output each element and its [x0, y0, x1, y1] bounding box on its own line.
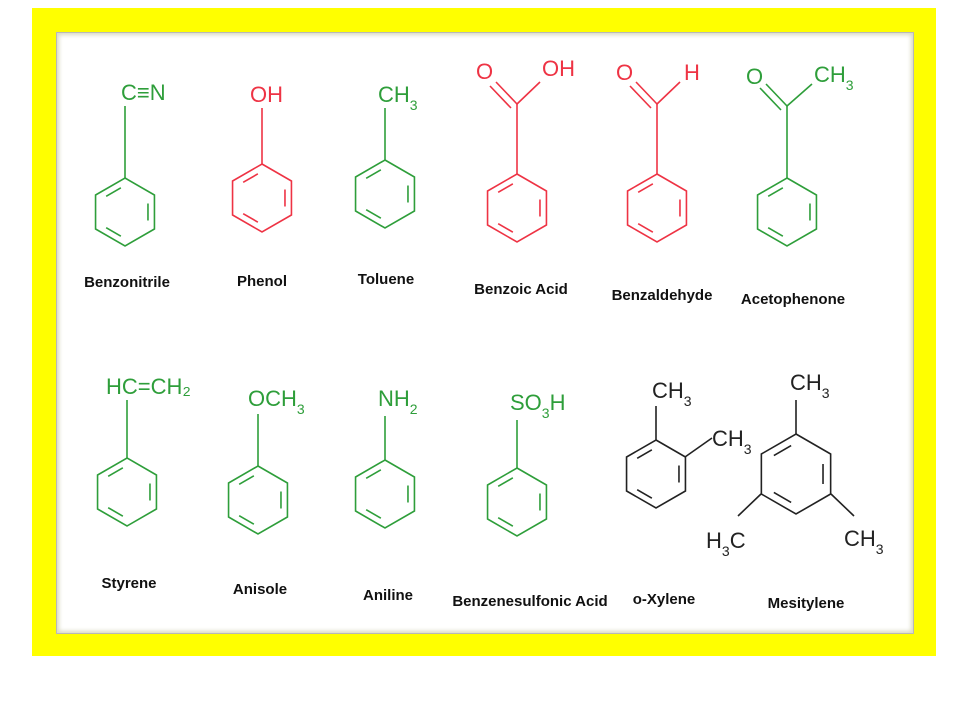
compound-name-acetophenone: Acetophenone — [741, 291, 845, 308]
ring-double-bond — [238, 475, 255, 486]
compound-name-anisole: Anisole — [233, 581, 287, 598]
ring-double-bond — [767, 226, 784, 237]
compound-name-benzaldehyde: Benzaldehyde — [612, 287, 713, 304]
compound-name-toluene: Toluene — [358, 271, 414, 288]
amino-group-label: NH2 — [378, 386, 418, 417]
vinyl-group-label: HC=CH₂ — [106, 374, 191, 399]
ring-double-bond — [365, 469, 382, 480]
benzene-ring — [625, 439, 687, 509]
carbonyl-oxygen-label: O — [476, 59, 493, 84]
mesitylene-structure: CH3 H3C CH3 Mesitylene — [706, 370, 884, 612]
ring-double-bond — [773, 491, 792, 504]
compound-name-benzoic-acid: Benzoic Acid — [474, 281, 568, 298]
benzene-ring — [227, 465, 289, 535]
ketone-oxygen-label: O — [746, 64, 763, 89]
ring-double-bond — [107, 467, 124, 478]
ring-double-bond — [105, 187, 122, 198]
styrene-structure: HC=CH₂ Styrene — [96, 374, 191, 592]
compound-name-mesitylene: Mesitylene — [768, 595, 845, 612]
o-xylene-structure: CH3 CH3 o-Xylene — [625, 378, 752, 608]
methyl-group-left-label: H3C — [706, 528, 746, 559]
ring-double-bond — [773, 444, 792, 457]
content-panel — [56, 32, 914, 634]
ring-double-bond — [365, 508, 382, 519]
ring-double-bond — [636, 488, 653, 499]
aniline-structure: NH2 Aniline — [354, 386, 418, 604]
ring-double-bond — [767, 187, 784, 198]
benzaldehyde-structure: O H Benzaldehyde — [612, 60, 713, 304]
benzene-ring — [486, 173, 548, 243]
aldehyde-oxygen-label: O — [616, 60, 633, 85]
methyl-group-top-label: CH3 — [790, 370, 830, 401]
anisole-structure: OCH3 Anisole — [227, 386, 305, 598]
acetophenone-structure: O CH3 Acetophenone — [741, 62, 854, 308]
carboxyl-hydroxyl-label: OH — [542, 56, 575, 81]
methyl-group-right-label: CH3 — [844, 526, 884, 557]
ring-double-bond — [365, 208, 382, 219]
benzene-ring — [626, 173, 688, 243]
aldehyde-hydrogen-label: H — [684, 60, 700, 85]
ring-double-bond — [637, 183, 654, 194]
benzene-ring — [486, 467, 548, 537]
benzene-ring — [354, 159, 416, 229]
ring-double-bond — [637, 222, 654, 233]
compound-name-benzonitrile: Benzonitrile — [84, 274, 170, 291]
methyl-group-2-label: CH3 — [712, 426, 752, 457]
compound-name-styrene: Styrene — [101, 575, 156, 592]
benzene-ring — [354, 459, 416, 529]
methyl-group-1-label: CH3 — [652, 378, 692, 409]
ring-double-bond — [365, 169, 382, 180]
ring-double-bond — [497, 516, 514, 527]
compound-name-benzenesulfonic-acid: Benzenesulfonic Acid — [452, 593, 607, 610]
phenol-structure: OH Phenol — [231, 82, 293, 290]
benzene-ring — [760, 433, 832, 515]
nitrile-group-label: C≡N — [121, 80, 166, 105]
compound-name-phenol: Phenol — [237, 273, 287, 290]
benzoic-acid-structure: O OH Benzoic Acid — [474, 56, 575, 298]
methyl-group-label: CH3 — [378, 82, 418, 113]
benzonitrile-structure: C≡N Benzonitrile — [84, 80, 170, 291]
benzene-ring — [96, 457, 158, 527]
benzene-ring — [231, 163, 293, 233]
sulfonic-group-label: SO3H — [510, 390, 565, 421]
compound-name-aniline: Aniline — [363, 587, 413, 604]
ring-double-bond — [497, 222, 514, 233]
ring-double-bond — [107, 506, 124, 517]
ring-double-bond — [242, 212, 259, 223]
methoxy-group-label: OCH3 — [248, 386, 305, 417]
ring-double-bond — [242, 173, 259, 184]
ring-double-bond — [497, 477, 514, 488]
ring-double-bond — [105, 226, 122, 237]
toluene-structure: CH3 Toluene — [354, 82, 418, 288]
ring-double-bond — [238, 514, 255, 525]
benzene-ring — [94, 177, 156, 247]
benzene-ring — [756, 177, 818, 247]
benzenesulfonic-acid-structure: SO3H Benzenesulfonic Acid — [452, 390, 607, 610]
acetyl-methyl-label: CH3 — [814, 62, 854, 93]
hydroxyl-group-label: OH — [250, 82, 283, 107]
ring-double-bond — [636, 449, 653, 460]
ring-double-bond — [497, 183, 514, 194]
compound-name-o-xylene: o-Xylene — [633, 591, 696, 608]
